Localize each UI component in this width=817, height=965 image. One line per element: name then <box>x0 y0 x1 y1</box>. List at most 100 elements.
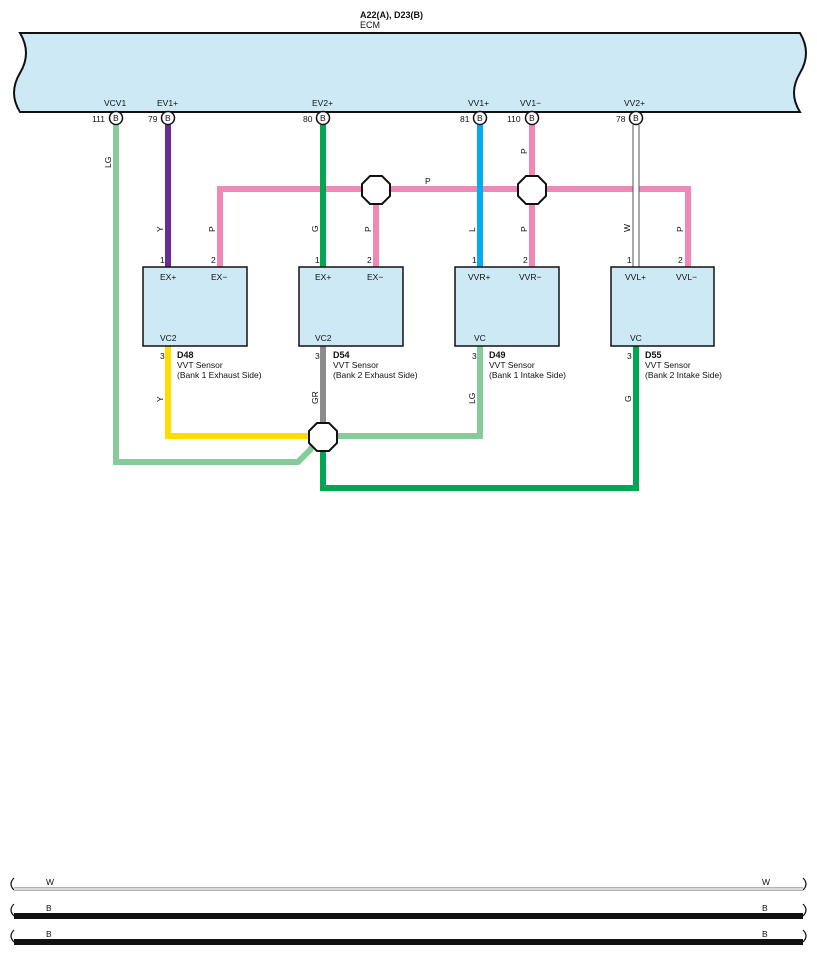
pin-label-ev1-plus: EV1+ <box>157 98 178 108</box>
wire-label-d48-minus: P <box>207 226 217 232</box>
sensor-d49-desc: (Bank 1 Intake Side) <box>489 370 566 380</box>
harness-label-b1-right: B <box>762 903 768 913</box>
wire-label-vv1p: L <box>467 227 477 232</box>
pin-label-vcv1: VCV1 <box>104 98 126 108</box>
sensor-d55-pin3-num: 3 <box>627 351 632 361</box>
wire-label-vv1m-top: P <box>519 148 529 154</box>
sensor-d54-pin3-num: 3 <box>315 351 320 361</box>
sensor-d54-desc: (Bank 2 Exhaust Side) <box>333 370 418 380</box>
sensor-d54-pin2-num: 2 <box>367 255 372 265</box>
wire-label-ev1: Y <box>155 226 165 232</box>
pin-label-vv1-plus: VV1+ <box>468 98 489 108</box>
pin-num-80: 80 <box>303 114 313 124</box>
sensor-d49-id: D49 <box>489 350 506 360</box>
harness-label-b2-left: B <box>46 929 52 939</box>
sensor-d49-pin1-num: 1 <box>472 255 477 265</box>
sensor-d48: 1 2 EX+ EX− VC2 3 D48 VVT Sensor (Bank 1… <box>142 255 262 380</box>
sensor-d54-pin-vc: VC2 <box>315 333 332 343</box>
harness-label-b2-right: B <box>762 929 768 939</box>
harness-legend: W W B B B B <box>10 877 807 945</box>
wire-label-ev2: G <box>310 225 320 232</box>
wire-label-d49-vc: LG <box>467 393 477 404</box>
sensor-d54-box <box>298 266 404 347</box>
ecm-pin-81: 81 B <box>460 110 488 126</box>
sensor-d55-pin-vc: VC <box>630 333 642 343</box>
sensor-d54-pin1-num: 1 <box>315 255 320 265</box>
harness-label-w-right: W <box>762 877 770 887</box>
sensor-d49: 1 2 VVR+ VVR− VC 3 D49 VVT Sensor (Bank … <box>454 255 566 380</box>
sensor-d49-pin-plus: VVR+ <box>468 272 490 282</box>
pin-conn-110: B <box>529 113 535 123</box>
sensor-d48-box <box>142 266 248 347</box>
pin-num-111: 111 <box>92 114 105 124</box>
sensor-d48-name: VVT Sensor <box>177 360 223 370</box>
wire-label-vv1m-low: P <box>519 226 529 232</box>
ecm-pin-111: 111 B <box>92 110 124 126</box>
sensor-d54-name: VVT Sensor <box>333 360 379 370</box>
sensor-d55-name: VVT Sensor <box>645 360 691 370</box>
sensor-d48-pin-plus: EX+ <box>160 272 176 282</box>
pin-conn-111: B <box>113 113 119 123</box>
wire-label-d54-vc: GR <box>310 391 320 404</box>
junction-top-left <box>361 175 391 205</box>
pin-conn-80: B <box>320 113 326 123</box>
pin-num-81: 81 <box>460 114 470 124</box>
junction-bottom <box>308 422 338 452</box>
sensor-d48-pin3-num: 3 <box>160 351 165 361</box>
pin-conn-81: B <box>477 113 483 123</box>
junction-top-right <box>517 175 547 205</box>
sensor-d49-box <box>454 266 560 347</box>
ecm-pin-78: 78 B <box>616 110 644 126</box>
ecm-pin-80: 80 B <box>303 110 331 126</box>
sensor-d49-pin2-num: 2 <box>523 255 528 265</box>
ecm-name: ECM <box>360 20 380 30</box>
sensor-d54-id: D54 <box>333 350 350 360</box>
sensor-d55-pin-minus: VVL− <box>676 272 697 282</box>
sensor-d55-desc: (Bank 2 Intake Side) <box>645 370 722 380</box>
wire-label-bus-p: P <box>425 176 431 186</box>
wire-d48-vc <box>165 346 310 439</box>
sensor-d55-pin2-num: 2 <box>678 255 683 265</box>
ecm-pin-110: 110 B <box>507 110 540 126</box>
pin-num-79: 79 <box>148 114 158 124</box>
sensor-d55-box <box>610 266 715 347</box>
harness-label-w-left: W <box>46 877 54 887</box>
sensor-d49-pin3-num: 3 <box>472 351 477 361</box>
sensor-d48-pin-minus: EX− <box>211 272 227 282</box>
ecm-connectors: A22(A), D23(B) <box>360 10 423 20</box>
sensor-d49-name: VVT Sensor <box>489 360 535 370</box>
ecm-box <box>13 32 807 113</box>
pin-num-110: 110 <box>507 114 521 124</box>
pin-label-vv2-plus: VV2+ <box>624 98 645 108</box>
wire-label-d55-minus: P <box>675 226 685 232</box>
pin-label-ev2-plus: EV2+ <box>312 98 333 108</box>
sensor-d54-pin-plus: EX+ <box>315 272 331 282</box>
pin-label-vv1-minus: VV1− <box>520 98 541 108</box>
wire-label-vv2: W <box>622 224 632 232</box>
pin-conn-79: B <box>165 113 171 123</box>
sensor-d49-pin-minus: VVR− <box>519 272 541 282</box>
sensor-d55-id: D55 <box>645 350 662 360</box>
ecm-pin-79: 79 B <box>148 110 176 126</box>
sensor-d48-pin2-num: 2 <box>211 255 216 265</box>
sensor-d48-pin-vc: VC2 <box>160 333 177 343</box>
sensor-d54-pin-minus: EX− <box>367 272 383 282</box>
harness-label-b1-left: B <box>46 903 52 913</box>
wire-label-vcv1: LG <box>103 157 113 168</box>
sensor-d48-pin1-num: 1 <box>160 255 165 265</box>
sensor-d48-desc: (Bank 1 Exhaust Side) <box>177 370 262 380</box>
sensor-d55: 1 2 VVL+ VVL− VC 3 D55 VVT Sensor (Bank … <box>610 255 722 380</box>
wire-p-bus <box>217 186 691 267</box>
sensor-d55-pin-plus: VVL+ <box>625 272 646 282</box>
pin-num-78: 78 <box>616 114 626 124</box>
wire-label-d55-vc: G <box>623 395 633 402</box>
wire-label-d54-minus: P <box>363 226 373 232</box>
sensor-d55-pin1-num: 1 <box>627 255 632 265</box>
wire-d55-vc <box>320 346 639 491</box>
wire-label-d48-vc: Y <box>155 396 165 402</box>
pin-conn-78: B <box>633 113 639 123</box>
sensor-d49-pin-vc: VC <box>474 333 486 343</box>
sensor-d54: 1 2 EX+ EX− VC2 3 D54 VVT Sensor (Bank 2… <box>298 255 418 380</box>
wire-d49-vc <box>338 346 483 439</box>
